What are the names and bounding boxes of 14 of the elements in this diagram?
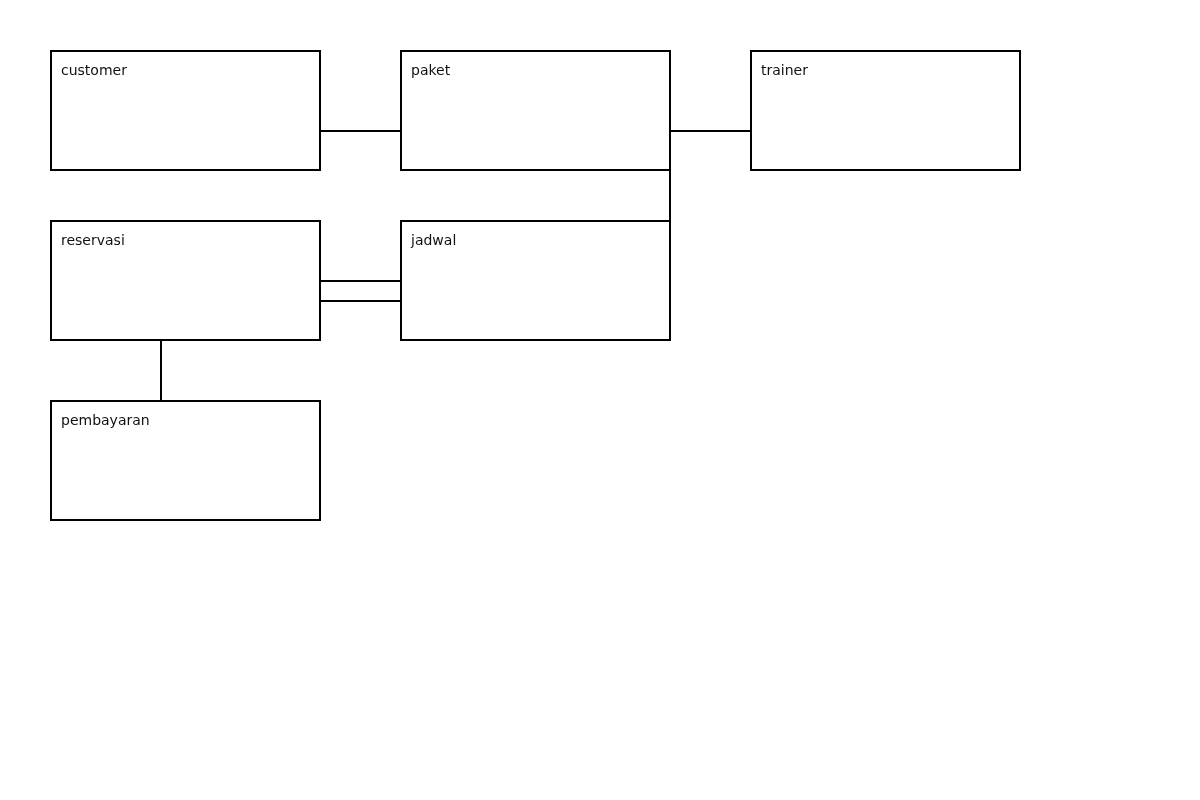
entity-box [750, 50, 1021, 171]
entity-name: paket [411, 62, 451, 78]
entity-name: pembayaran [61, 412, 150, 428]
entity-name: trainer [761, 62, 808, 78]
entity-box [400, 220, 671, 341]
entity-box [50, 50, 321, 171]
entity-name: customer [61, 62, 127, 78]
connector-line [669, 169, 671, 222]
entity-box [50, 220, 321, 341]
entity-box [400, 50, 671, 171]
entity-name: reservasi [61, 232, 125, 248]
connector-line [160, 339, 162, 402]
entity-box [50, 400, 321, 521]
entity-name: jadwal [411, 232, 457, 248]
